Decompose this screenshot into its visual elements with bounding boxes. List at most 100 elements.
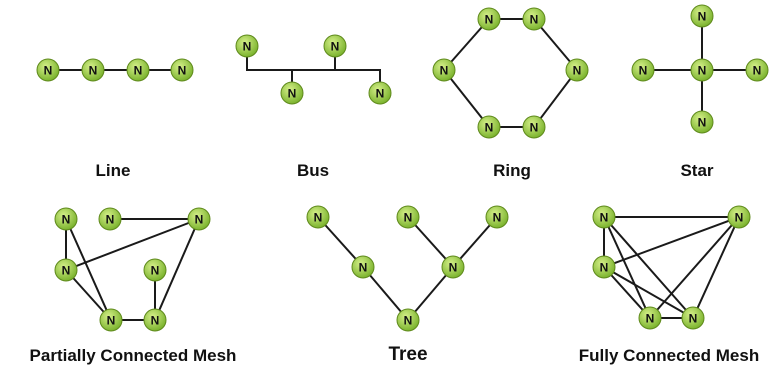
node-circle xyxy=(477,115,501,139)
node-label: N xyxy=(134,64,143,78)
ring-node-n4: N xyxy=(522,115,546,139)
full-edge-a-d xyxy=(602,215,652,320)
full-edge-b-d xyxy=(648,215,741,320)
full-edge-c-e xyxy=(602,265,695,320)
full-node-c: N xyxy=(592,255,616,279)
ring-node-n1: N xyxy=(477,7,501,31)
node-label: N xyxy=(485,13,494,27)
node-circle xyxy=(592,205,616,229)
node-label: N xyxy=(440,64,449,78)
node-circle xyxy=(54,258,78,282)
full-edge-a-e xyxy=(602,215,695,320)
ring-node-n6: N xyxy=(432,58,456,82)
ring-node-n5: N xyxy=(477,115,501,139)
node-circle xyxy=(690,110,714,134)
node-circle xyxy=(280,81,304,105)
caption-ring: Ring xyxy=(493,161,531,180)
node-circle xyxy=(727,205,751,229)
node-circle xyxy=(323,34,347,58)
tree-node-m2: N xyxy=(441,255,465,279)
node-circle xyxy=(485,205,509,229)
node-circle xyxy=(592,255,616,279)
node-circle xyxy=(98,207,122,231)
caption-star: Star xyxy=(680,161,714,180)
node-circle xyxy=(522,115,546,139)
bus-node-n3: N xyxy=(323,34,347,58)
caption-line: Line xyxy=(95,161,131,180)
node-label: N xyxy=(530,121,539,135)
caption-full-mesh: Fully Connected Mesh xyxy=(578,346,760,365)
line-node-n4: N xyxy=(170,58,194,82)
node-label: N xyxy=(698,116,707,130)
partial-edge-c-d xyxy=(64,217,201,272)
tree-node-l1: N xyxy=(306,205,330,229)
node-label: N xyxy=(698,64,707,78)
node-circle xyxy=(631,58,655,82)
node-label: N xyxy=(530,13,539,27)
caption-tree: Tree xyxy=(388,344,428,365)
node-circle xyxy=(638,306,662,330)
ring-edge-n3-n4 xyxy=(532,68,579,129)
node-label: N xyxy=(151,264,160,278)
node-circle xyxy=(351,255,375,279)
node-label: N xyxy=(753,64,762,78)
star-node-bottom: N xyxy=(690,110,714,134)
node-label: N xyxy=(698,10,707,24)
node-label: N xyxy=(44,64,53,78)
node-label: N xyxy=(735,211,744,225)
node-circle xyxy=(36,58,60,82)
node-circle xyxy=(396,205,420,229)
node-circle xyxy=(441,255,465,279)
node-label: N xyxy=(493,211,502,225)
node-label: N xyxy=(331,40,340,54)
full-node-a: N xyxy=(592,205,616,229)
star-node-right: N xyxy=(745,58,769,82)
node-circle xyxy=(54,207,78,231)
node-circle xyxy=(306,205,330,229)
star-node-top: N xyxy=(690,4,714,28)
node-label: N xyxy=(106,213,115,227)
partial-node-d: N xyxy=(54,258,78,282)
tree-node-root: N xyxy=(396,308,420,332)
node-circle xyxy=(99,308,123,332)
tree-edge-m1-root xyxy=(361,265,410,322)
node-circle xyxy=(235,34,259,58)
bus-node-n2: N xyxy=(280,81,304,105)
partial-node-e: N xyxy=(99,308,123,332)
ring-edge-n5-n6 xyxy=(442,68,491,129)
node-label: N xyxy=(62,264,71,278)
node-label: N xyxy=(689,312,698,326)
node-circle xyxy=(745,58,769,82)
node-label: N xyxy=(178,64,187,78)
node-label: N xyxy=(404,211,413,225)
node-circle xyxy=(81,58,105,82)
partial-node-f: N xyxy=(143,308,167,332)
bus-node-n4: N xyxy=(368,81,392,105)
partial-node-c: N xyxy=(187,207,211,231)
node-circle xyxy=(187,207,211,231)
tree-edge-m2-root xyxy=(406,265,455,322)
node-circle xyxy=(143,258,167,282)
full-node-e: N xyxy=(681,306,705,330)
node-label: N xyxy=(359,261,368,275)
caption-bus: Bus xyxy=(296,161,330,180)
node-label: N xyxy=(600,211,609,225)
ring-node-n3: N xyxy=(565,58,589,82)
line-node-n1: N xyxy=(36,58,60,82)
caption-partial-mesh: Partially Connected Mesh xyxy=(29,346,237,365)
line-node-n2: N xyxy=(81,58,105,82)
tree-node-m1: N xyxy=(351,255,375,279)
partial-edge-a-e xyxy=(64,217,113,322)
node-label: N xyxy=(151,314,160,328)
node-label: N xyxy=(288,87,297,101)
full-edge-b-c xyxy=(602,215,741,269)
node-label: N xyxy=(639,64,648,78)
bus-node-n1: N xyxy=(235,34,259,58)
node-label: N xyxy=(89,64,98,78)
star-node-center: N xyxy=(690,58,714,82)
node-circle xyxy=(522,7,546,31)
tree-node-l2: N xyxy=(396,205,420,229)
partial-node-b: N xyxy=(98,207,122,231)
node-label: N xyxy=(243,40,252,54)
node-circle xyxy=(681,306,705,330)
